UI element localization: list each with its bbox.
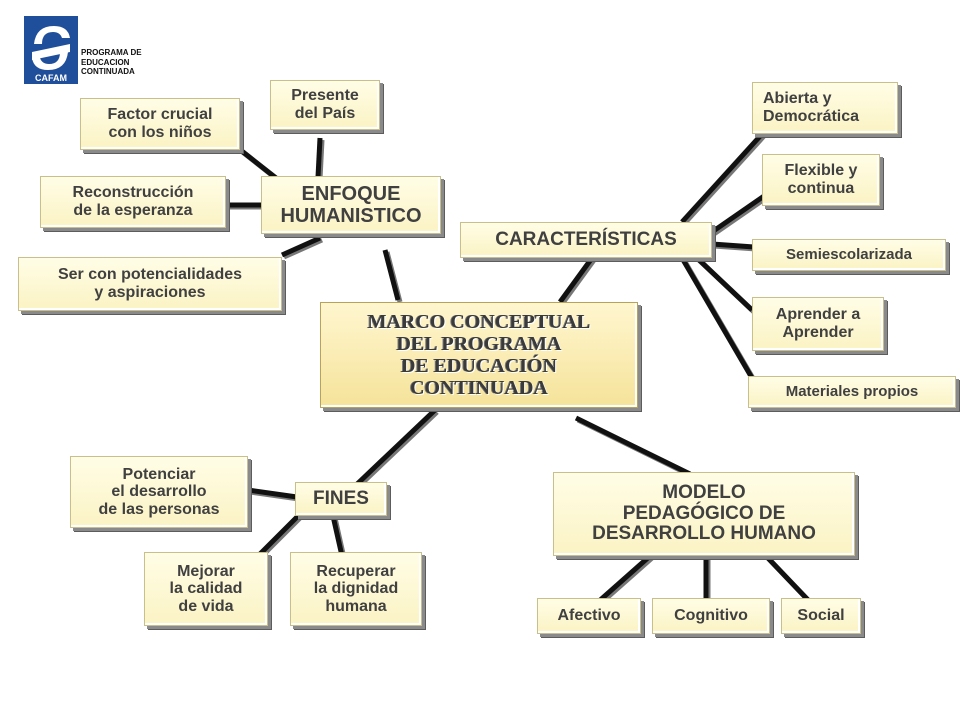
connector-shadow: [682, 134, 766, 226]
caracteristicas-to-materiales: [679, 256, 755, 380]
logo-caption: PROGRAMA DE EDUCACION CONTINUADA: [81, 48, 142, 77]
connector-shadow: [355, 410, 439, 490]
presente-to-enfoque: [315, 137, 323, 178]
connector-shadow: [258, 516, 302, 560]
modelo-to-social: [764, 554, 810, 602]
center-to-caracteristicas: [557, 256, 595, 304]
potenciar-to-fines: [247, 487, 298, 500]
center-node: MARCO CONCEPTUAL DEL PROGRAMA DE EDUCACI…: [320, 302, 638, 408]
ser-to-enfoque: [280, 235, 322, 258]
fines-item-recuperar: Recuperar la dignidad humana: [290, 552, 422, 626]
caracteristica-item-materiales: Materiales propios: [748, 376, 956, 408]
center-to-enfoque: [382, 249, 401, 301]
caracteristicas-to-flexible: [710, 193, 766, 235]
fines-item-potenciar: Potenciar el desarrollo de las personas: [70, 456, 248, 528]
recuperar-to-fines: [330, 515, 345, 557]
center-to-fines: [353, 408, 437, 488]
enfoque-item-reconstruccion: Reconstrucción de la esperanza: [40, 176, 226, 228]
factor-to-enfoque: [236, 146, 278, 180]
modelo-item-cognitivo: Cognitivo: [652, 598, 770, 634]
modelo-node: MODELO PEDAGÓGICO DE DESARROLLO HUMANO: [553, 472, 855, 556]
caracteristicas-to-semi: [711, 241, 755, 250]
fines-node: FINES: [295, 482, 387, 516]
caracteristica-item-abierta: Abierta y Democrática: [752, 82, 898, 134]
connector-shadow: [282, 237, 324, 260]
fines-title: FINES: [313, 487, 369, 509]
caracteristicas-node: CARACTERÍSTICAS: [460, 222, 712, 258]
caracteristicas-to-aprender: [695, 256, 754, 312]
center-title: MARCO CONCEPTUAL DEL PROGRAMA DE EDUCACI…: [367, 311, 591, 399]
enfoque-item-factor: Factor crucial con los niños: [80, 98, 240, 150]
fines-item-mejorar: Mejorar la calidad de vida: [144, 552, 268, 626]
modelo-to-afectivo: [596, 554, 652, 604]
caracteristica-item-aprender: Aprender a Aprender: [752, 297, 884, 351]
modelo-title: MODELO PEDAGÓGICO DE DESARROLLO HUMANO: [592, 481, 816, 545]
caracteristica-item-flexible: Flexible y continua: [762, 154, 880, 206]
enfoque-item-ser: Ser con potencialidades y aspiraciones: [18, 257, 282, 311]
connector-shadow: [559, 258, 597, 306]
caracteristicas-to-abierta: [680, 132, 764, 224]
logo-wordmark: CAFAM: [35, 73, 67, 83]
caracteristica-item-semiescolarizada: Semiescolarizada: [752, 239, 946, 271]
connector-shadow: [598, 556, 654, 606]
modelo-item-afectivo: Afectivo: [537, 598, 641, 634]
enfoque-title: ENFOQUE HUMANISTICO: [280, 183, 422, 227]
enfoque-node: ENFOQUE HUMANISTICO: [261, 176, 441, 234]
caracteristicas-title: CARACTERÍSTICAS: [495, 228, 677, 250]
cafam-logo: CAFAM: [24, 16, 78, 84]
modelo-item-social: Social: [781, 598, 861, 634]
connector-shadow: [712, 195, 768, 237]
mejorar-to-fines: [256, 514, 300, 558]
enfoque-item-presente: Presente del País: [270, 80, 380, 130]
center-to-modelo: [574, 415, 692, 477]
